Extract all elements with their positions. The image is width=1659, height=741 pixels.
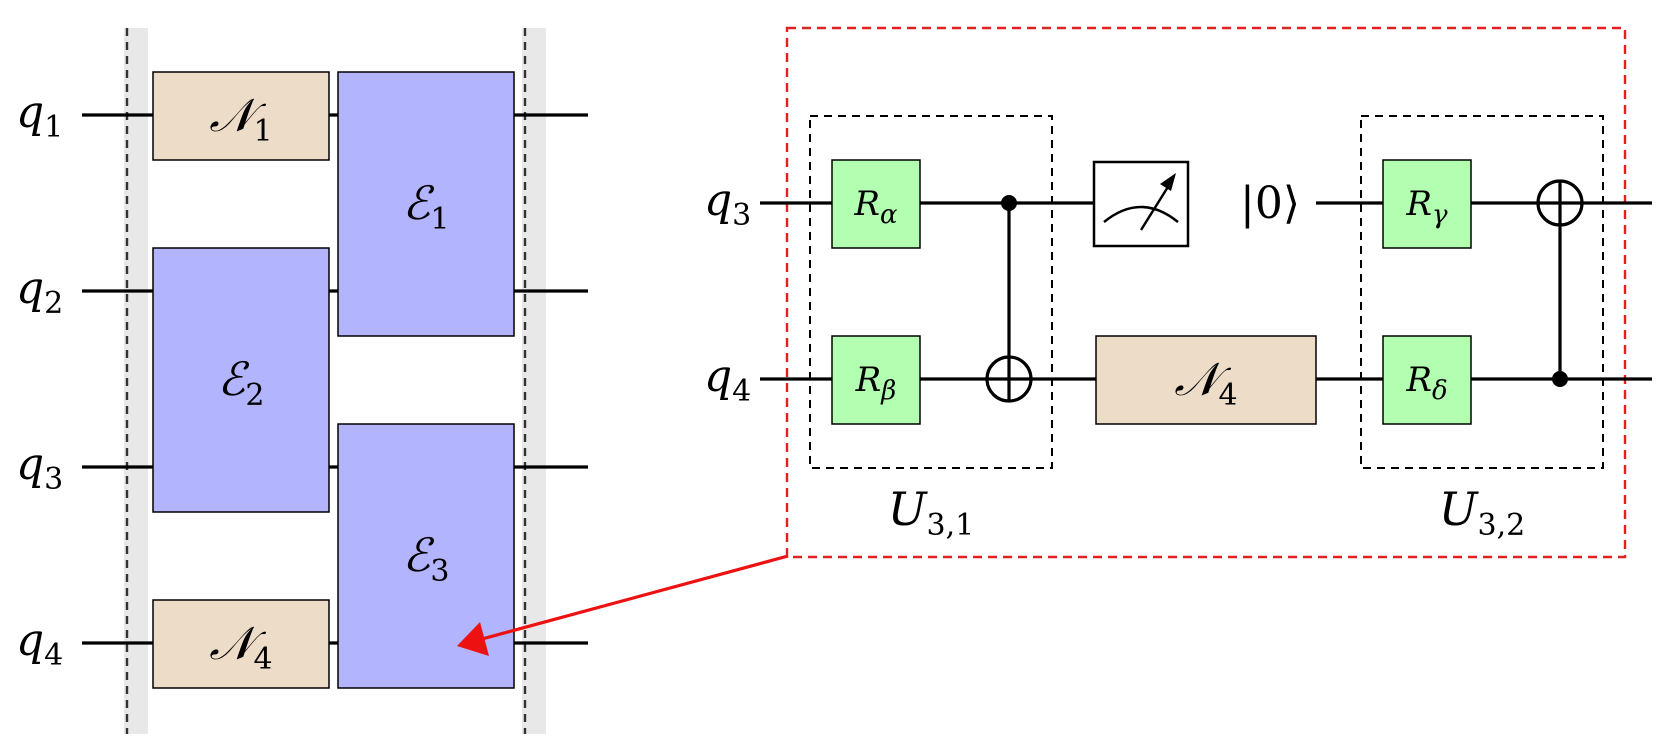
rotation-gate-r-gamma <box>1382 159 1472 249</box>
rotation-gate-r-delta <box>1382 335 1472 425</box>
block-u31 <box>809 115 1053 469</box>
noise-gate-n4 <box>152 599 330 689</box>
cnot-1-control-dot <box>1001 195 1017 211</box>
qubit-label-q3: q3 <box>16 439 63 497</box>
rotation-gate-r-alpha-label: Rα <box>853 184 898 230</box>
right-circuit: q3 q4 Rα Rβ Rγ Rδ | <box>704 26 1652 559</box>
qubit-label-q4: q4 <box>16 615 63 673</box>
noise-gate-n1-label: 𝒩1 <box>209 88 272 149</box>
noise-gate-r-n4 <box>1095 335 1317 425</box>
zoom-arrow <box>457 554 789 656</box>
rotation-gate-r-beta-label: Rβ <box>855 360 897 406</box>
qubit-label-q1: q1 <box>16 87 63 145</box>
block-u32-label: U3,2 <box>1439 482 1526 543</box>
zoom-box <box>785 26 1627 559</box>
rotation-gate-r-beta <box>831 335 921 425</box>
noise-gate-n1 <box>152 71 330 161</box>
qubit-label-r-q3: q3 <box>704 175 751 233</box>
block-u31-label: U3,1 <box>888 482 975 543</box>
channel-gate-e2 <box>152 247 330 513</box>
channel-gate-e1-label: ℰ1 <box>403 176 450 237</box>
channel-gate-e3-label: ℰ3 <box>403 528 450 589</box>
channel-gate-e1 <box>337 71 515 337</box>
rotation-gate-r-delta-label: Rδ <box>1405 360 1447 406</box>
channel-gate-e2-label: ℰ2 <box>218 352 265 413</box>
reset-ket-label: |0⟩ <box>1240 178 1300 229</box>
qubit-label-q2: q2 <box>16 263 63 321</box>
qubit-label-r-q4: q4 <box>704 351 751 409</box>
left-circuit: q1 q2 q3 q4 𝒩1 ℰ2 𝒩4 ℰ1 ℰ3 <box>16 28 588 734</box>
measurement-meter-icon <box>1092 160 1190 248</box>
rotation-gate-r-gamma-label: Rγ <box>1405 184 1448 230</box>
rotation-gate-r-alpha <box>831 159 921 249</box>
cnot-2-control-dot <box>1552 371 1568 387</box>
block-u32 <box>1360 115 1604 469</box>
zoom-arrow-head <box>457 622 489 656</box>
zoom-arrow-line <box>481 554 789 641</box>
